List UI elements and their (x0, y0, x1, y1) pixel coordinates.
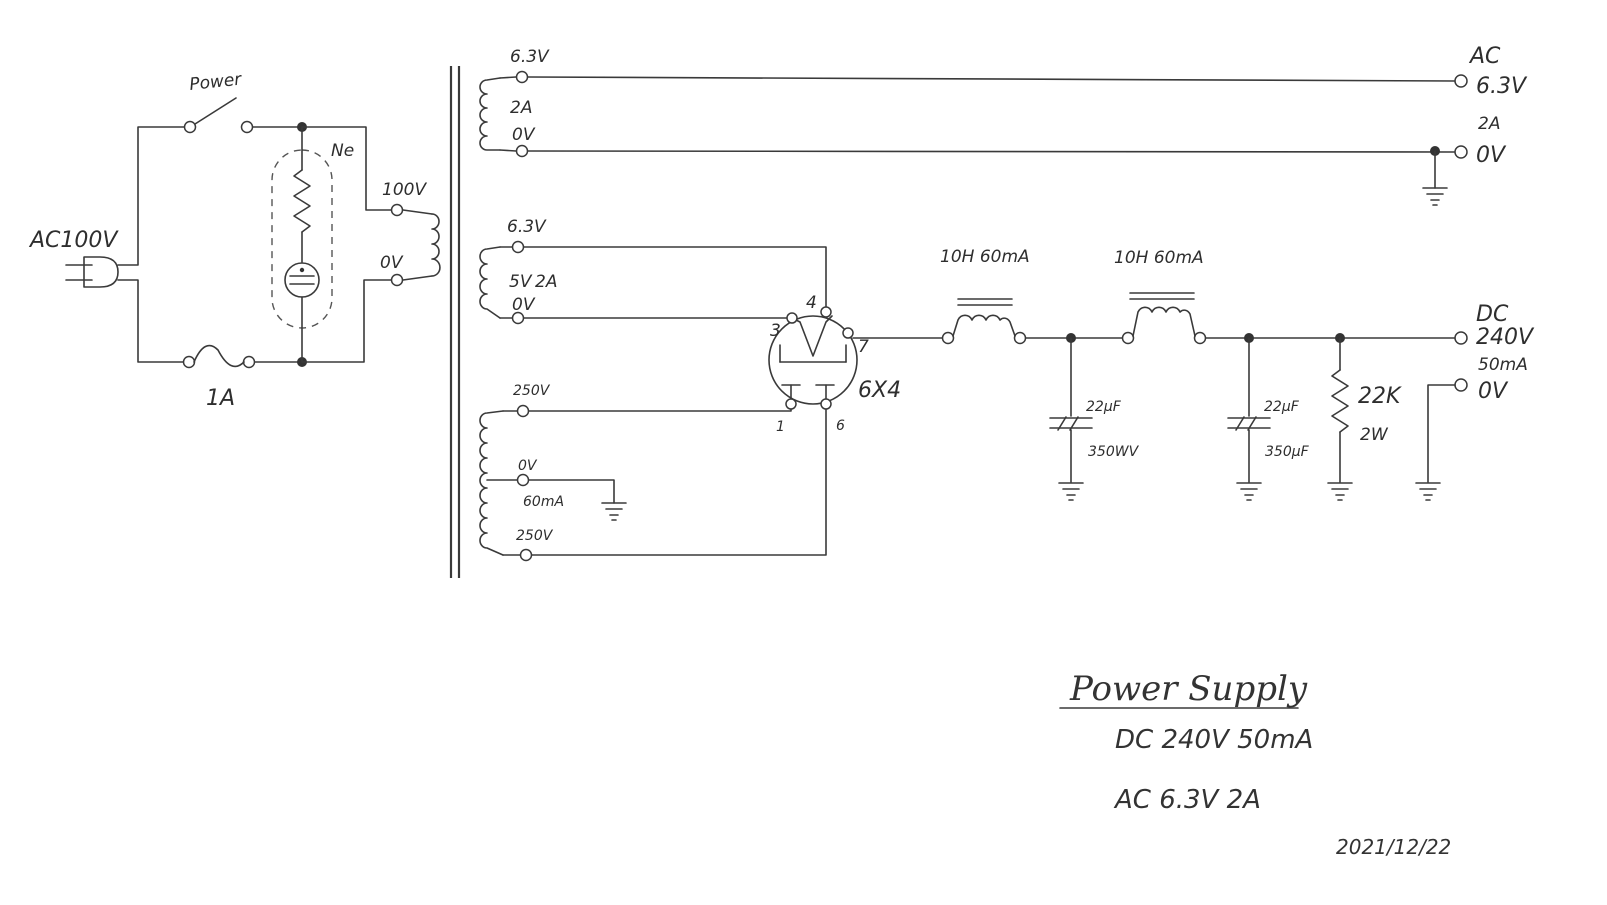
primary-100v-label: 100V (382, 180, 427, 200)
ground-icon (1236, 482, 1262, 501)
rect-heater-current-label: 2A (535, 272, 557, 292)
title-block: Power Supply DC 240V 50mA AC 6.3V 2A 202… (1059, 669, 1451, 859)
tube-pin-3: 3 (770, 321, 781, 341)
hv-center-0v-label: 0V (518, 458, 538, 474)
rect-heater-5v-label: 5V (509, 272, 533, 292)
heater-current-label: 2A (510, 98, 532, 118)
cap-2-value: 22μF (1264, 399, 1300, 415)
choke-1-label: 10H 60mA (940, 247, 1030, 267)
resistor-value: 22K (1358, 384, 1402, 409)
tube-type-label: 6X4 (858, 378, 901, 403)
neon-resistor-icon (293, 169, 311, 233)
capacitor-2-icon (1227, 416, 1271, 431)
rect-heater-0v-label: 0V (512, 295, 536, 315)
ac-input-label: AC100V (28, 228, 119, 253)
dc-output-voltage: 240V (1476, 325, 1535, 350)
ground-icon (1415, 482, 1441, 501)
neon-indicator (271, 126, 333, 363)
tube-pin-7: 7 (858, 337, 869, 357)
rectifier-heater-winding (479, 240, 525, 325)
choke-2-label: 10H 60mA (1114, 248, 1204, 268)
neon-label: Ne (331, 141, 354, 161)
bleeder-resistor-icon (1331, 369, 1349, 433)
ac-output-ground: 0V (1476, 143, 1507, 168)
spec-line-ac: AC 6.3V 2A (1113, 785, 1261, 815)
dc-output-current: 50mA (1478, 355, 1528, 375)
neon-lamp-icon (284, 262, 320, 298)
dc-output-ground: 0V (1478, 379, 1509, 404)
ac-output-voltage: 6.3V (1476, 74, 1528, 99)
ac-output-label: AC (1468, 44, 1501, 69)
dc-0v-output-terminal (1454, 378, 1468, 392)
rectifier-tube-6x4: 3 4 7 1 6 6X4 (523, 246, 901, 556)
hv-250v-top-label: 250V (513, 383, 551, 399)
input-section: AC100V Power 1A (28, 70, 393, 411)
hv-250v-bottom-label: 250V (516, 528, 554, 544)
ac-plug-icon (65, 256, 119, 288)
resistor-power: 2W (1360, 425, 1389, 445)
tube-pin-1: 1 (776, 419, 785, 435)
heater-6v3-label: 6.3V (510, 47, 550, 67)
filter-section: 10H 60mA 22μF 350WV 10H 60mA (852, 247, 1456, 501)
high-voltage-winding (479, 404, 533, 562)
power-switch-label: Power (188, 70, 243, 95)
cap-2-voltage: 350μF (1265, 444, 1310, 460)
capacitor-1-icon (1049, 416, 1093, 431)
ac-6v3-output-terminal (1454, 74, 1468, 88)
schematic-date: 2021/12/22 (1336, 835, 1451, 859)
ground-icon (1327, 482, 1353, 501)
primary-winding (390, 203, 441, 287)
dc-output-label: DC (1476, 302, 1509, 327)
spec-line-dc: DC 240V 50mA (1115, 725, 1313, 755)
cap-1-value: 22μF (1086, 399, 1122, 415)
choke-2-icon (1121, 292, 1207, 345)
ac-0v-output-terminal (1454, 145, 1468, 159)
fuse-icon (182, 344, 256, 369)
tube-pin-6: 6 (836, 418, 845, 434)
power-switch-icon (183, 97, 254, 134)
power-transformer: 100V 0V 6.3V 2A 0V 6.3V 5V 2A 0V (380, 47, 627, 578)
ground-icon (601, 502, 627, 521)
dc-output-section: DC 240V 50mA 0V (1415, 302, 1535, 501)
primary-0v-label: 0V (380, 253, 404, 273)
ground-icon (1422, 187, 1448, 206)
tube-pin-4: 4 (806, 293, 817, 313)
schematic-title: Power Supply (1069, 669, 1308, 709)
rect-heater-6v3-label: 6.3V (507, 217, 547, 237)
dc-240v-output-terminal (1454, 331, 1468, 345)
hv-current-label: 60mA (523, 494, 564, 510)
heater-0v-label: 0V (512, 125, 536, 145)
ac-output-section: AC 6.3V 2A 0V (527, 44, 1528, 206)
fuse-label: 1A (206, 386, 235, 411)
cap-1-voltage: 350WV (1088, 444, 1140, 460)
ground-icon (1058, 482, 1084, 501)
ac-output-current: 2A (1478, 114, 1500, 134)
tube-envelope (768, 315, 858, 405)
choke-1-icon (941, 298, 1027, 345)
